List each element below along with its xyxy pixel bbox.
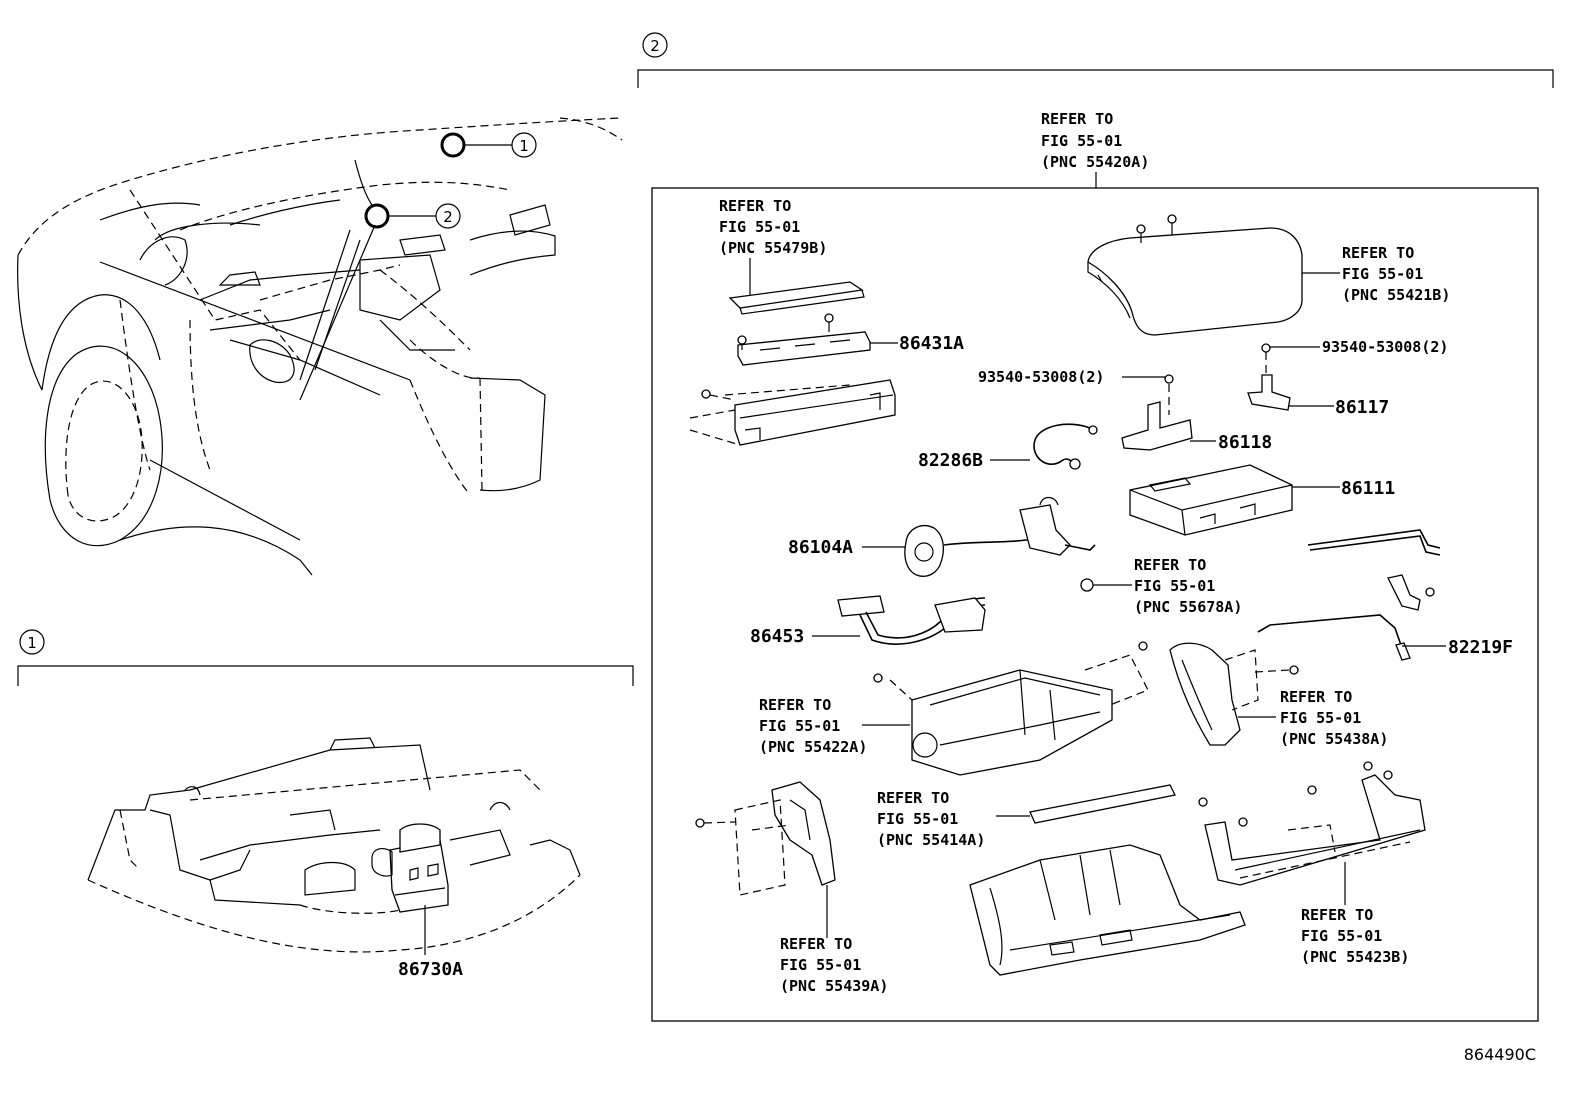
section-1-number: 1 (27, 634, 37, 652)
side-bracket-55438a[interactable] (1169, 642, 1241, 746)
part-number-86730a: 86730A (398, 959, 463, 980)
refer-to-55439a: REFER TO (780, 935, 852, 953)
refer-to-55438a: REFER TO (1280, 688, 1352, 706)
part-number-86453: 86453 (750, 626, 804, 647)
ref-55439a-group: REFER TO FIG 55-01 (PNC 55439A) (695, 781, 888, 995)
screw-93540-left[interactable] (1164, 374, 1174, 384)
overhead-console (87, 737, 581, 955)
refer-to-55423b: REFER TO (1301, 906, 1373, 924)
part-86431a-panel[interactable] (737, 331, 871, 366)
ref-55479b-group: REFER TO FIG 55-01 (PNC 55479B) (719, 197, 865, 315)
top-refer-to: REFER TO (1041, 110, 1113, 128)
clip-55678a[interactable] (1080, 578, 1094, 592)
pnc-55479b: (PNC 55479B) (719, 239, 827, 257)
pnc-55422a: (PNC 55422A) (759, 738, 867, 756)
glove-box-inner-55422a[interactable] (911, 669, 1113, 776)
assembly-frame (651, 187, 1539, 1022)
lower-bracket-55439a[interactable] (771, 781, 836, 886)
fig-55678a: FIG 55-01 (1134, 577, 1215, 595)
fig-55421b: FIG 55-01 (1342, 265, 1423, 283)
part-86453-harness[interactable] (837, 595, 885, 617)
part-82286b-group: 82286B (918, 423, 1098, 471)
fig-55479b: FIG 55-01 (719, 218, 800, 236)
display-housing[interactable] (689, 379, 896, 446)
refer-to-55422a: REFER TO (759, 696, 831, 714)
car-interior-overview: 1 2 (17, 117, 623, 576)
part-number-86118: 86118 (1218, 432, 1272, 453)
pnc-55438a: (PNC 55438A) (1280, 730, 1388, 748)
pnc-55439a: (PNC 55439A) (780, 977, 888, 995)
fig-55439a: FIG 55-01 (780, 956, 861, 974)
part-82219f-cable[interactable] (1257, 614, 1403, 649)
part-86104a-group: 86104A (788, 496, 1096, 577)
fig-55422a: FIG 55-01 (759, 717, 840, 735)
ref-55422a-group: REFER TO FIG 55-01 (PNC 55422A) (759, 641, 1149, 776)
part-86118-group: 93540-53008(2) 86118 (978, 368, 1272, 453)
fig-55438a: FIG 55-01 (1280, 709, 1361, 727)
part-86111-group: 86111 (1129, 464, 1395, 536)
part-86111-amplifier[interactable] (1129, 464, 1293, 536)
part-number-86104a: 86104A (788, 537, 853, 558)
callout-2-label: 2 (443, 208, 453, 226)
pnc-55421b: (PNC 55421B) (1342, 286, 1450, 304)
top-fig: FIG 55-01 (1041, 132, 1122, 150)
part-82219f-group: 82219F (1257, 614, 1513, 661)
part-86118-bracket[interactable] (1121, 401, 1193, 451)
part-86453-group: 86453 (750, 595, 986, 647)
part-86117-bracket[interactable] (1247, 374, 1291, 411)
figure-code: 864490C (1464, 1045, 1536, 1064)
ref-55438a-group: REFER TO FIG 55-01 (PNC 55438A) (1169, 642, 1388, 748)
part-86431a-group: 86431A (737, 313, 964, 366)
part-number-82219f: 82219F (1448, 637, 1513, 658)
section-2-number: 2 (650, 37, 660, 55)
ref-55678a-group: REFER TO FIG 55-01 (PNC 55678A) (1080, 556, 1242, 616)
trim-strip-55414a[interactable] (1029, 784, 1176, 824)
refer-to-55414a: REFER TO (877, 789, 949, 807)
part-number-86117: 86117 (1335, 397, 1389, 418)
ref-55421b-group: REFER TO FIG 55-01 (PNC 55421B) (1087, 214, 1450, 336)
ref-55423b-group: REFER TO FIG 55-01 (PNC 55423B) (1198, 761, 1426, 966)
pnc-55678a: (PNC 55678A) (1134, 598, 1242, 616)
part-number-86111: 86111 (1341, 478, 1395, 499)
part-number-93540-left: 93540-53008(2) (978, 368, 1104, 386)
refer-to-55678a: REFER TO (1134, 556, 1206, 574)
antenna-cable[interactable] (1307, 529, 1441, 611)
part-86117-group: 93540-53008(2) 86117 (1247, 338, 1448, 418)
fig-55423b: FIG 55-01 (1301, 927, 1382, 945)
pnc-55423b: (PNC 55423B) (1301, 948, 1409, 966)
refer-to-55479b: REFER TO (719, 197, 791, 215)
ref-55414a-group: REFER TO FIG 55-01 (PNC 55414A) (877, 784, 1176, 849)
bottom-rail-55423b[interactable] (1204, 774, 1426, 886)
refer-to-55421b: REFER TO (1342, 244, 1414, 262)
part-86730a-map-lamp[interactable] (371, 823, 449, 913)
section-1: 1 (17, 629, 634, 980)
top-pnc-55420a: (PNC 55420A) (1041, 153, 1149, 171)
glove-top-cover[interactable] (1087, 227, 1303, 336)
section-2: 2 REFER TO FIG 55-01 (PNC 55420A) REFER … (637, 32, 1554, 1022)
screw-93540-right[interactable] (1261, 343, 1271, 353)
part-number-82286b: 82286B (918, 450, 983, 471)
part-86104a-speaker[interactable] (904, 525, 945, 577)
part-number-86431a: 86431A (899, 333, 964, 354)
part-82286b-wire[interactable] (1033, 423, 1091, 465)
callout-1-label: 1 (519, 137, 529, 155)
pnc-55414a: (PNC 55414A) (877, 831, 985, 849)
glove-box-lower-panel[interactable] (969, 844, 1246, 976)
fig-55414a: FIG 55-01 (877, 810, 958, 828)
part-number-93540-right: 93540-53008(2) (1322, 338, 1448, 356)
